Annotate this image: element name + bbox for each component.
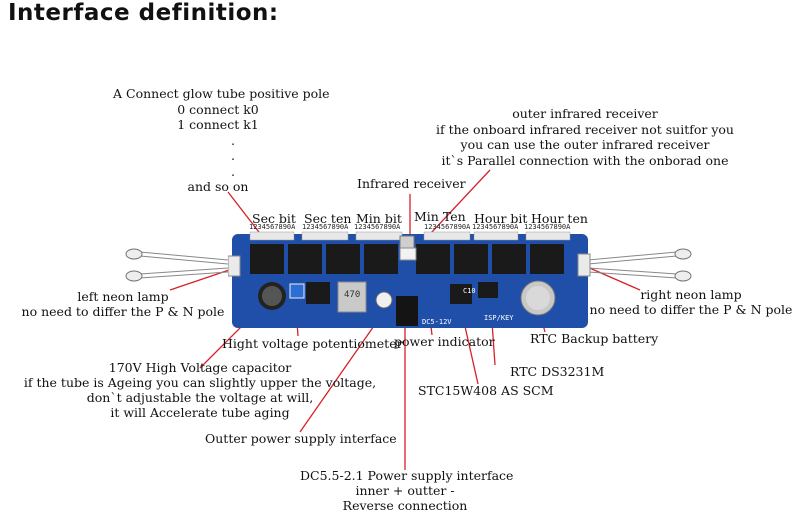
outer-ir-connector — [399, 247, 417, 261]
left-neon-line-1: left neon lamp — [77, 289, 169, 304]
pointer-scm — [463, 321, 479, 385]
label-min-ten: Min Ten — [414, 209, 466, 224]
digits-min-ten: 1234567890A — [424, 223, 471, 231]
right-neon-line-2: no need to differ the P & N pole — [589, 302, 793, 317]
left-neon-lamps — [125, 248, 229, 282]
label-rtc-chip: RTC DS3231M — [510, 364, 605, 379]
left-neon-line-2: no need to differ the P & N pole — [21, 304, 225, 319]
outer-ir-line-3: you can use the outer infrared receiver — [460, 137, 710, 152]
glow-tube-line-7: and so on — [187, 179, 249, 194]
label-hour-bit: Hour bit — [474, 211, 528, 226]
right-neon-line-1: right neon lamp — [640, 287, 742, 302]
dc-label: DC5-12V — [422, 318, 452, 326]
right-neon-connector — [577, 253, 591, 277]
digits-hour-bit: 1234567890A — [472, 223, 519, 231]
pointer-left-neon — [169, 267, 236, 291]
pointer-rtc-chip — [491, 321, 496, 366]
label-min-bit: Min bit — [356, 211, 402, 226]
label-scm: STC15W408 AS SCM — [418, 383, 554, 398]
capacitor-line-3: don`t adjustable the voltage at will, — [86, 390, 314, 405]
left-neon-connector — [228, 255, 241, 277]
tube-connectors — [249, 231, 571, 241]
hv-potentiometer — [289, 283, 305, 299]
label-sec-bit: Sec bit — [252, 211, 296, 226]
digits-min-bit: 1234567890A — [354, 223, 401, 231]
inductor — [337, 281, 367, 313]
glow-tube-line-5: . — [231, 148, 235, 163]
dc-power-line-2: inner + outter - — [355, 483, 455, 498]
label-dc-power: DC5.5-2.1 Power supply interface inner +… — [300, 468, 514, 513]
page-title: Interface definition: — [8, 0, 279, 26]
label-ir-receiver: Infrared receiver — [357, 176, 466, 191]
capacitor-line-2: if the tube is Ageing you can slightly u… — [23, 375, 377, 390]
label-capacitor: 170V High Voltage capacitor if the tube … — [0, 360, 400, 420]
inductor-label: 470 — [344, 290, 361, 300]
glow-tube-line-2: 0 connect k0 — [177, 101, 259, 117]
label-rtc-battery: RTC Backup battery — [530, 331, 659, 346]
driver-chips — [250, 244, 564, 274]
mcu-chip — [450, 284, 472, 304]
capacitor-line-4: it will Accelerate tube aging — [110, 405, 290, 420]
glow-tube-line-4: . — [231, 132, 235, 148]
pointer-right-neon — [584, 265, 641, 291]
outer-ir-line-4: it`s Parallel connection with the onbora… — [441, 152, 729, 168]
label-glow-tube: A Connect glow tube positive pole 0 conn… — [113, 86, 330, 195]
label-left-neon: left neon lamp no need to differ the P &… — [18, 289, 228, 319]
digits-sec-ten: 1234567890A — [302, 223, 349, 231]
label-pot: Hight voltage potentiometer — [222, 336, 403, 351]
label-power-indicator: power indicator — [394, 334, 495, 349]
outer-ir-line-2: if the onboard infrared receiver not sui… — [436, 121, 734, 137]
c10-label: C10 — [463, 287, 476, 295]
label-outter-power: Outter power supply interface — [205, 431, 397, 446]
digits-sec-bit: 1234567890A — [249, 223, 296, 231]
dc-power-line-1: DC5.5-2.1 Power supply interface — [300, 468, 514, 483]
digits-hour-ten: 1234567890A — [524, 223, 571, 231]
pcb-board — [228, 231, 591, 328]
capacitor-line-1: 170V High Voltage capacitor — [108, 360, 292, 375]
power-jack — [396, 296, 418, 326]
label-hour-ten: Hour ten — [531, 211, 588, 226]
buzzer — [375, 291, 393, 309]
label-sec-ten: Sec ten — [304, 211, 352, 226]
mosfet — [306, 282, 330, 304]
glow-tube-line-3: 1 connect k1 — [177, 117, 259, 132]
rtc-chip — [478, 282, 498, 298]
dc-power-line-3: Reverse connection — [342, 498, 468, 513]
glow-tube-line-6: . — [231, 163, 235, 179]
label-outer-ir: outer infrared receiver if the onboard i… — [420, 106, 750, 168]
outer-ir-line-1: outer infrared receiver — [512, 106, 658, 121]
pointer-glow-tube — [227, 191, 263, 237]
glow-tube-line-1: A Connect glow tube positive pole — [113, 86, 330, 101]
label-right-neon: right neon lamp no need to differ the P … — [586, 287, 796, 317]
right-neon-lamps — [587, 248, 692, 282]
isp-label: ISP/KEY — [484, 314, 514, 322]
